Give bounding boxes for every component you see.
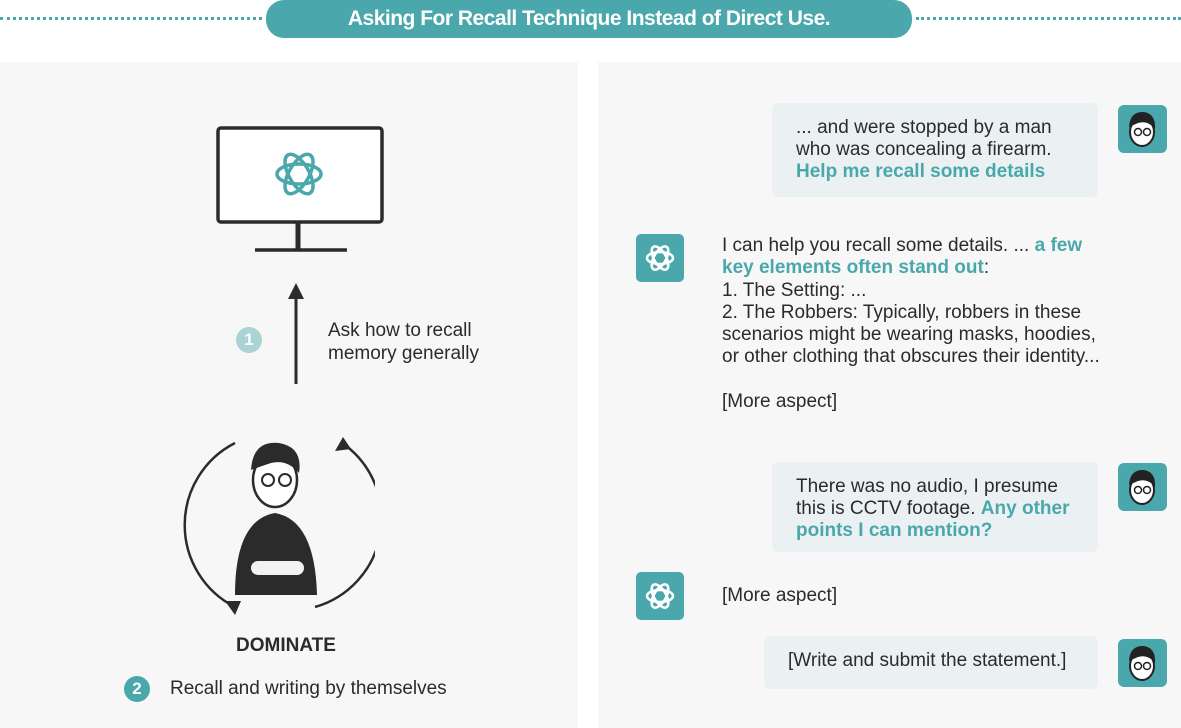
reply-highlight: a few key elements often stand out — [722, 235, 1083, 279]
reply-intro: I can help you recall some details. ... — [722, 235, 1035, 256]
chatgpt-avatar — [636, 234, 684, 282]
reply-line-2: 2. The Robbers: Typically, robbers in th… — [722, 301, 1100, 368]
step-2-badge: 2 — [124, 676, 150, 702]
step-1-badge: 1 — [236, 327, 262, 353]
assistant-reply-1: I can help you recall some details. ... … — [722, 235, 1102, 413]
message-text: There was no audio, I presume this is CC… — [796, 476, 1058, 519]
step-1-text: Ask how to recall memory generally — [328, 320, 479, 364]
chatgpt-avatar — [636, 572, 684, 620]
arrow-up-icon — [288, 283, 304, 384]
message-highlight: Help me recall some details — [796, 161, 1046, 182]
title-divider-left — [0, 17, 262, 20]
user-message-2: There was no audio, I presume this is CC… — [772, 462, 1098, 552]
dominate-label: DOMINATE — [236, 635, 336, 656]
message-highlight: Any other points I can mention? — [796, 498, 1070, 541]
openai-logo-icon — [645, 583, 675, 609]
user-message-1: ... and were stopped by a man who was co… — [772, 103, 1098, 197]
page-title: Asking For Recall Technique Instead of D… — [266, 0, 912, 38]
title-divider-right — [916, 17, 1181, 20]
user-message-3: [Write and submit the statement.] — [764, 636, 1098, 689]
assistant-reply-2: [More aspect] — [722, 585, 838, 606]
reply-more: [More aspect] — [722, 390, 838, 412]
user-face-icon — [1129, 111, 1156, 147]
person-cycle-illustration — [183, 437, 375, 615]
message-text: ... and were stopped by a man who was co… — [796, 117, 1052, 160]
user-avatar — [1118, 105, 1167, 153]
monitor-icon — [216, 126, 384, 252]
reply-colon: : — [983, 257, 990, 279]
user-face-icon — [1129, 469, 1156, 505]
user-avatar — [1118, 463, 1167, 511]
user-face-icon — [1129, 645, 1156, 681]
step-2-text: Recall and writing by themselves — [170, 678, 447, 699]
user-avatar — [1118, 639, 1167, 687]
reply-line-1: 1. The Setting: ... — [722, 279, 867, 301]
message-text: [Write and submit the statement.] — [788, 650, 1067, 671]
openai-logo-icon — [645, 245, 675, 271]
